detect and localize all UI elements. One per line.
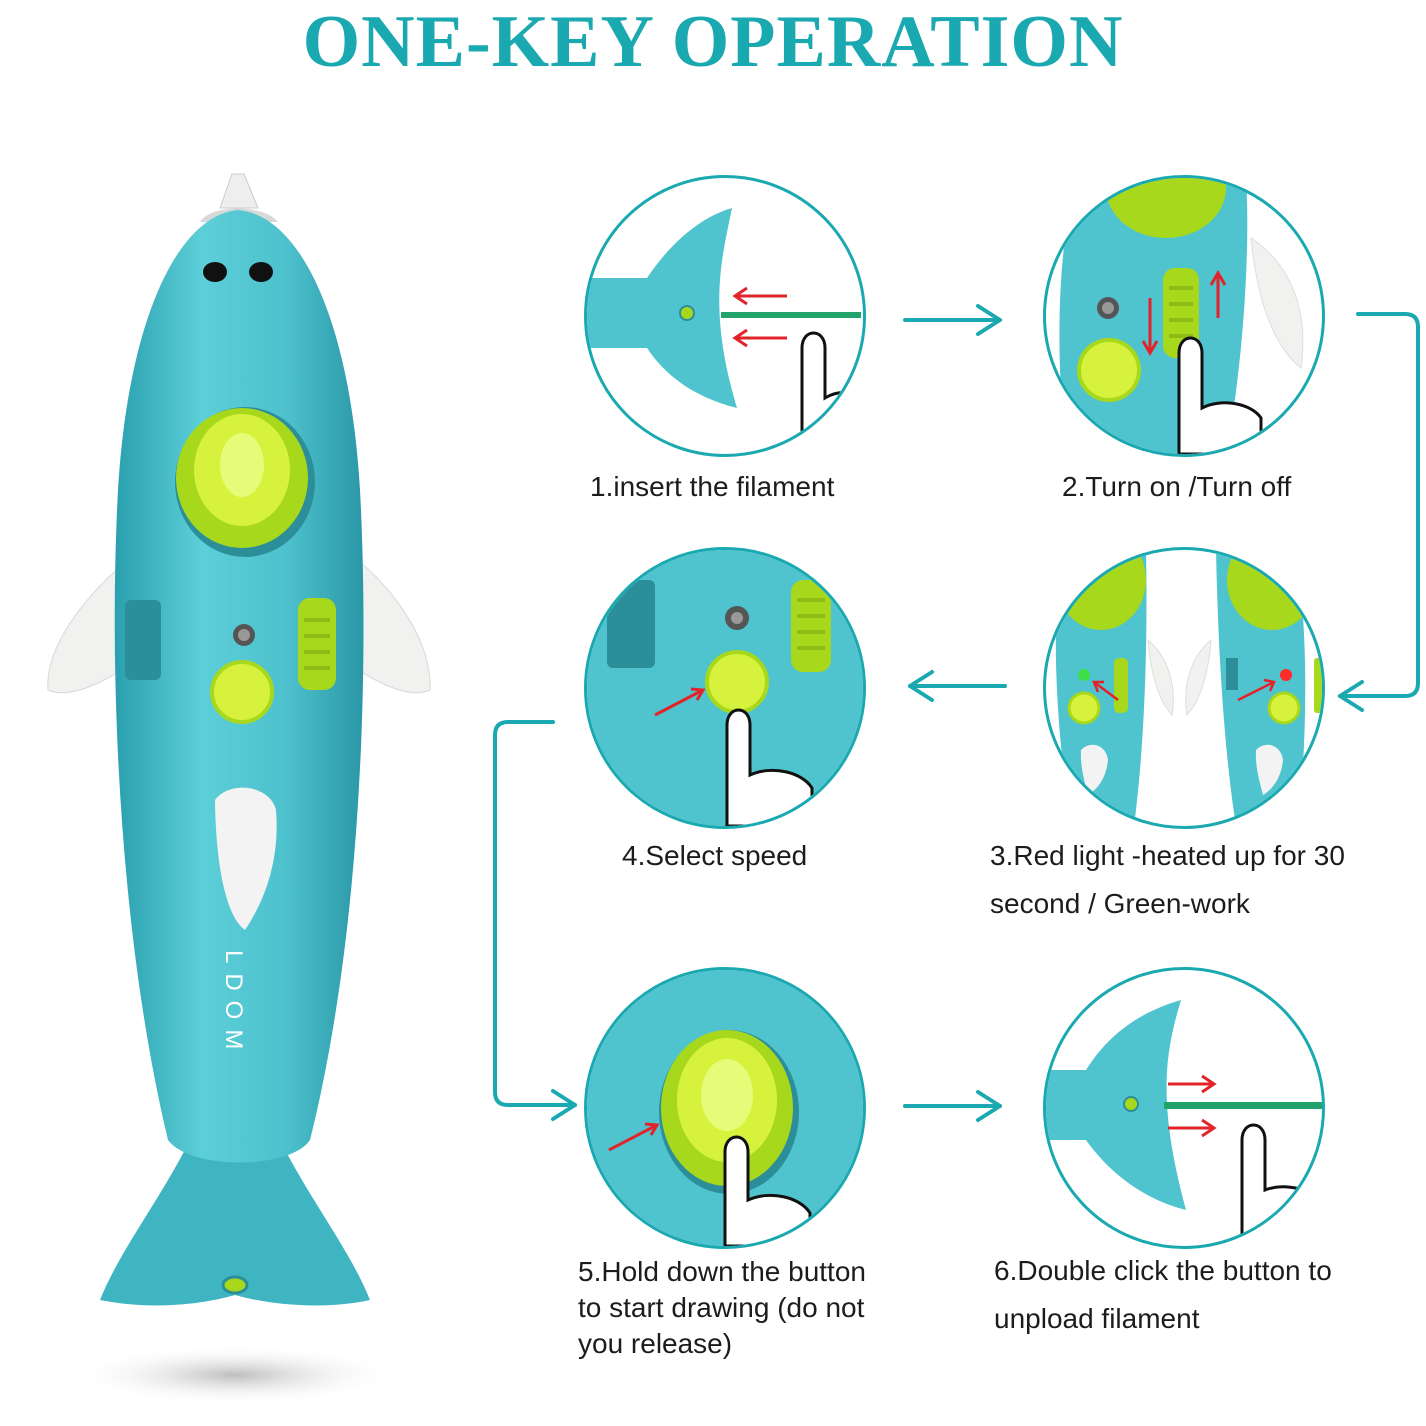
step-3-caption: 3.Red light -heated up for 30 second / G… (990, 832, 1345, 928)
step-5-caption-line-1: 5.Hold down the button (578, 1256, 866, 1287)
step-5-caption: 5.Hold down the button to start drawing … (578, 1254, 866, 1362)
step-3-caption-line-2: second / Green-work (990, 888, 1250, 919)
right-fin (344, 559, 431, 694)
step-2-circle (1043, 175, 1325, 457)
step-5-caption-line-3: you release) (578, 1328, 733, 1359)
step-6-circle (1043, 967, 1325, 1249)
step-2-caption-line: 2.Turn on /Turn off (1062, 471, 1292, 502)
step-3-circle (1043, 547, 1325, 829)
arrow-step1-to-step2 (903, 304, 1002, 336)
nozzle (219, 173, 259, 209)
arrow-step3-to-step4 (908, 670, 1007, 702)
step-4-caption: 4.Select speed (622, 832, 807, 880)
step-4-circle (584, 547, 866, 829)
step-5-circle (584, 967, 866, 1249)
step-6-caption-line-1: 6.Double click the button to (994, 1255, 1332, 1286)
step-1-circle (584, 175, 866, 457)
step-3-caption-line-1: 3.Red light -heated up for 30 (990, 840, 1345, 871)
step-1-caption-line: 1.insert the filament (590, 471, 835, 502)
arrow-step5-to-step6 (903, 1090, 1002, 1122)
step-6-caption: 6.Double click the button to unpload fil… (994, 1247, 1332, 1343)
pen-illustration: LDOM (47, 173, 431, 1405)
step-5-caption-line-2: to start drawing (do not (578, 1292, 865, 1323)
arrow-step2-to-step3 (1338, 312, 1420, 712)
left-fin (47, 558, 136, 694)
step-2-caption: 2.Turn on /Turn off (1062, 463, 1291, 511)
tail (100, 1140, 370, 1306)
arrow-step4-to-step5 (493, 720, 577, 1121)
step-4-caption-line: 4.Select speed (622, 840, 808, 871)
brand-label: LDOM (220, 950, 247, 1059)
step-6-caption-line-2: unpload filament (994, 1303, 1200, 1334)
page-title: ONE-KEY OPERATION (302, 1, 1124, 83)
step-1-caption: 1.insert the filament (590, 463, 834, 511)
